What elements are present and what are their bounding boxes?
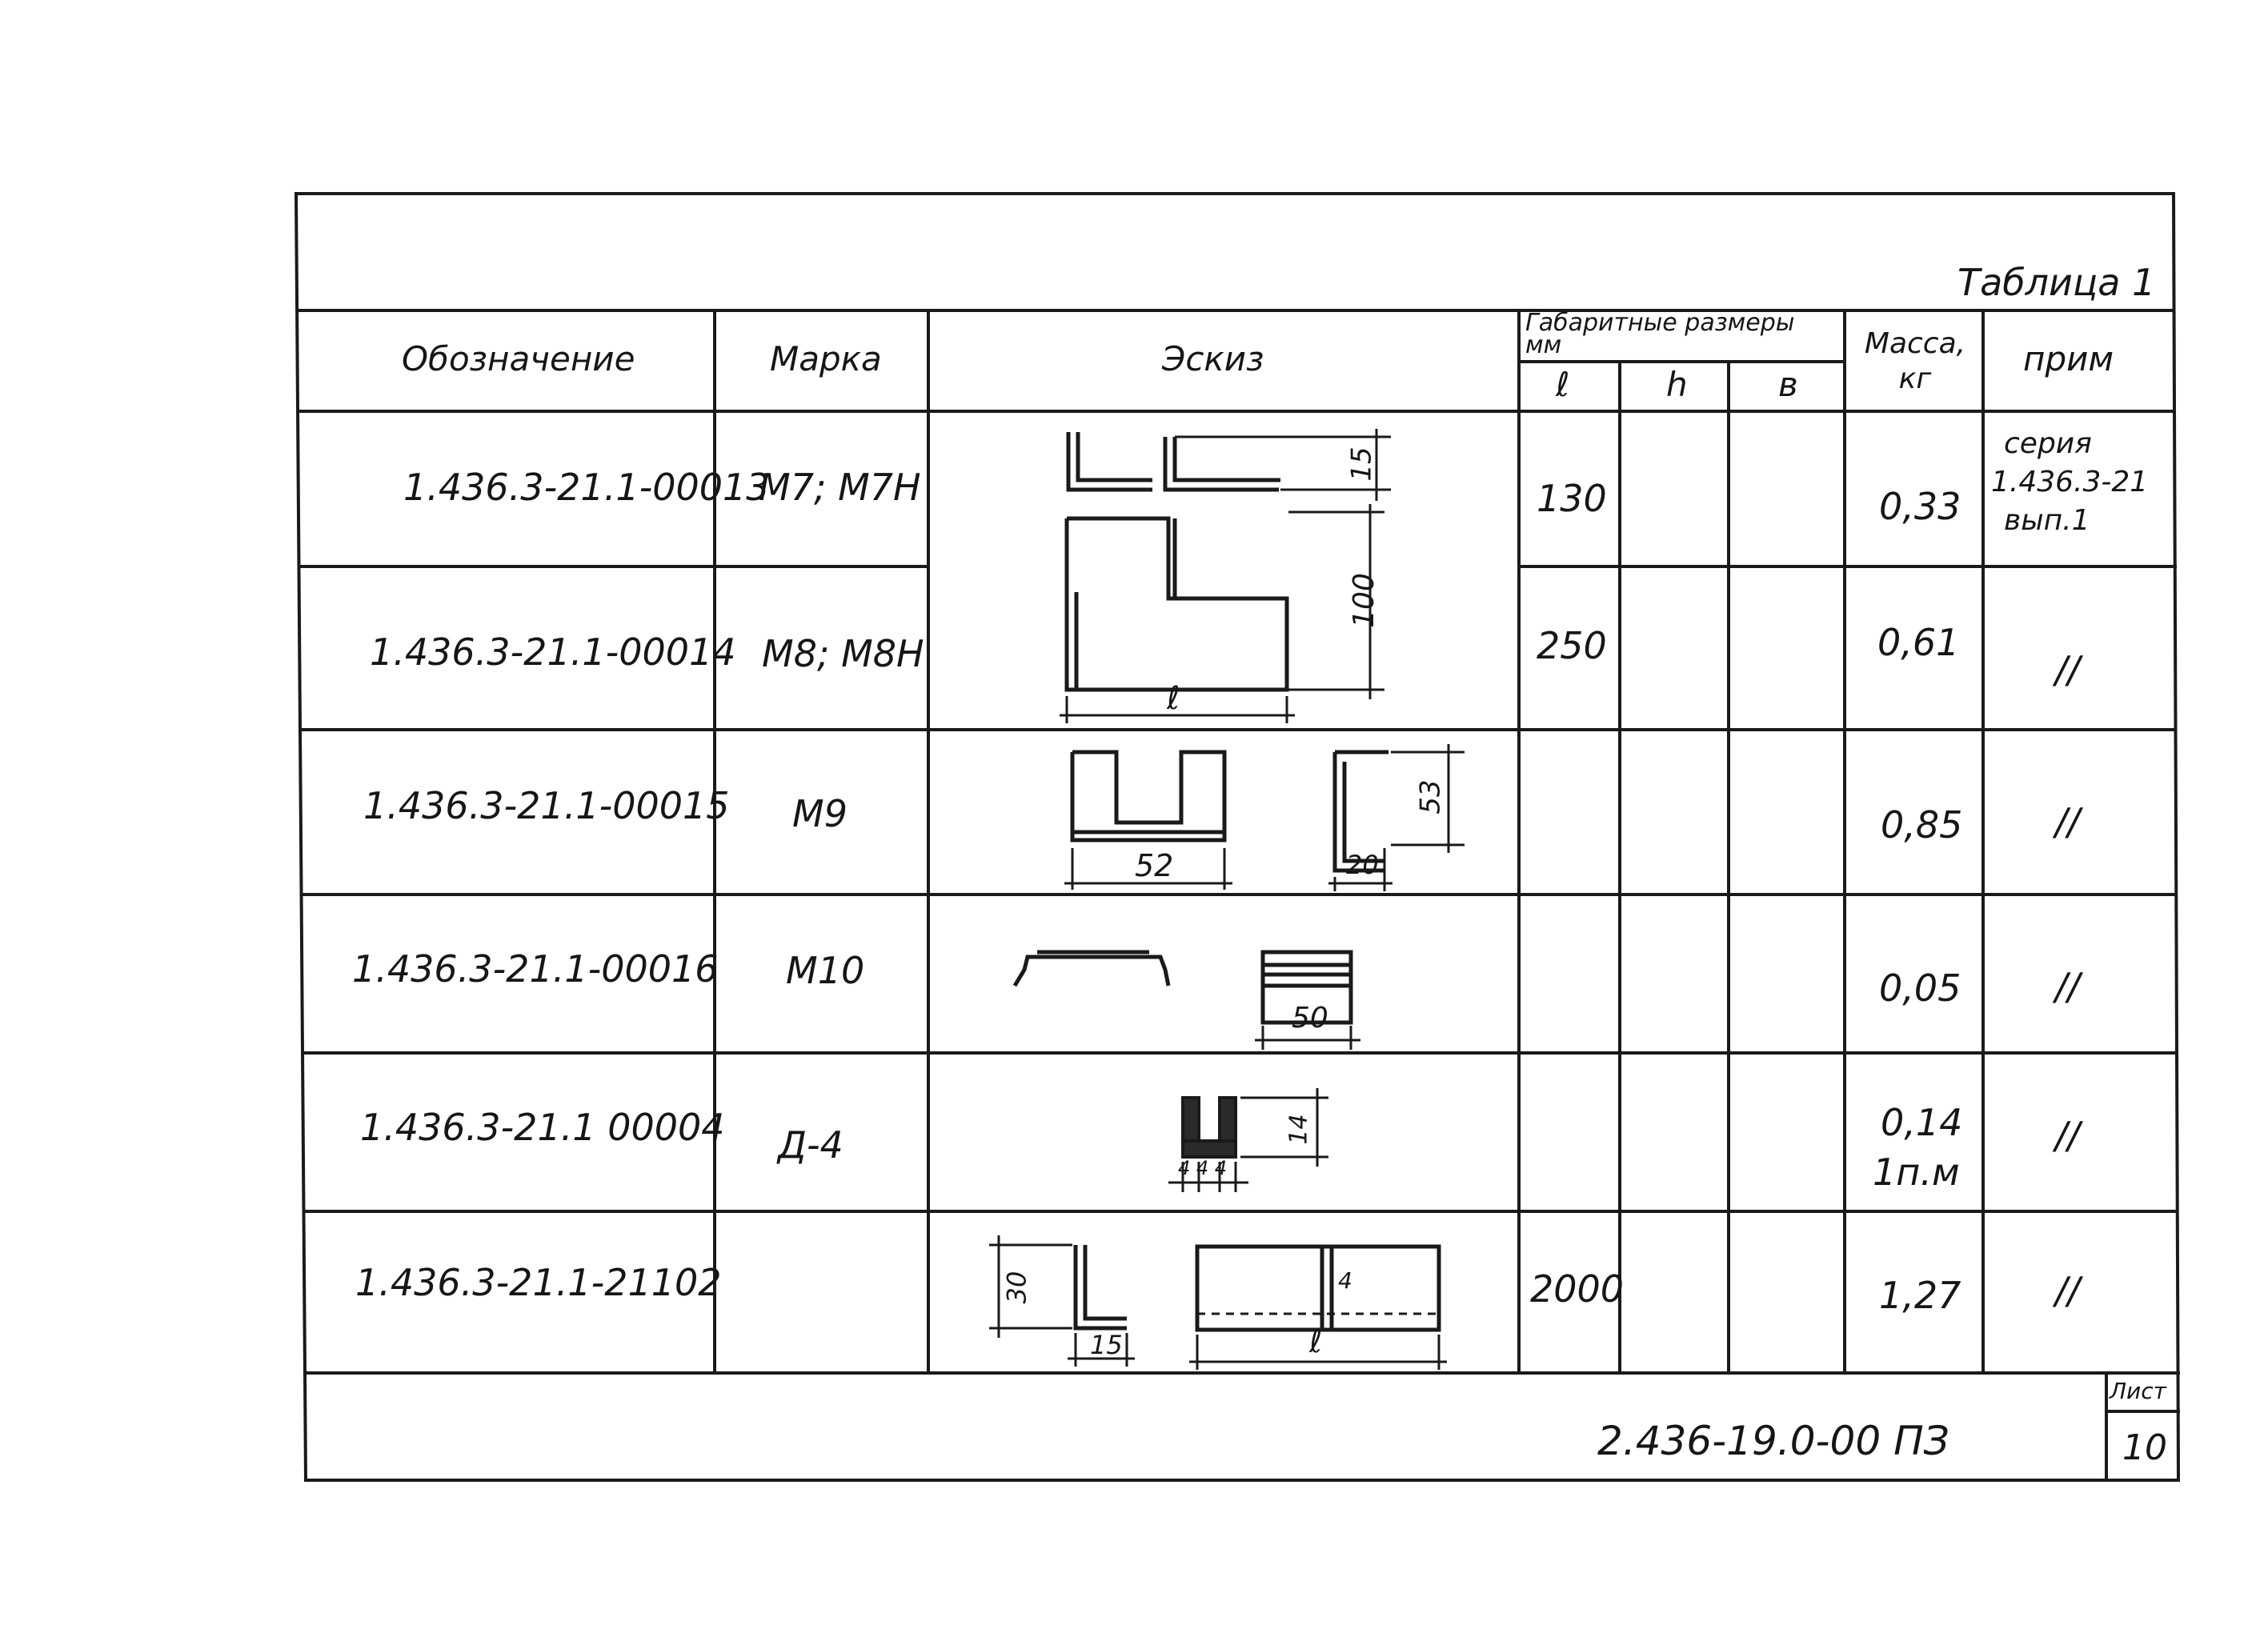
row-1-note-line-2: 1.436.3-21 <box>1991 466 2149 498</box>
row-6-designation: 1.436.3-21.1-21102 <box>355 1261 722 1304</box>
row-2-note: // <box>2055 648 2080 691</box>
dim-d4-widths: 4 4 4 <box>1178 1157 1228 1179</box>
header-dim-b: в <box>1778 365 1798 404</box>
row-3-note: // <box>2055 800 2080 843</box>
row-2-mass: 0,61 <box>1877 621 1960 664</box>
row-6-note: // <box>2055 1269 2080 1312</box>
dim-m9-flange: 20 <box>1346 850 1379 880</box>
dim-d4-height: 14 <box>1284 1114 1313 1145</box>
row-1-mass: 0,33 <box>1879 485 1961 528</box>
row-5-note: // <box>2055 1114 2080 1157</box>
dim-21102-flange: 15 <box>1090 1330 1123 1360</box>
row-1-note-line-1: серия <box>2004 427 2092 460</box>
dim-21102-thickness: 4 <box>1338 1267 1352 1294</box>
table-caption: Таблица 1 <box>1957 261 2156 304</box>
row-1-note-line-3: вып.1 <box>2004 504 2090 537</box>
row-5-mass-unit: 1п.м <box>1873 1151 1960 1194</box>
dim-m8-height: 100 <box>1347 573 1380 628</box>
dim-m7m8-length: ℓ <box>1167 680 1180 717</box>
row-2-mark: М8; М8Н <box>762 632 924 675</box>
dim-m7-height: 15 <box>1345 446 1378 482</box>
header-note: прим <box>2023 339 2114 378</box>
header-dim-l: ℓ <box>1556 365 1570 404</box>
dim-21102-height: 30 <box>1001 1271 1032 1304</box>
row-5-mark: Д-4 <box>778 1123 843 1167</box>
row-4-designation: 1.436.3-21.1-00016 <box>352 947 719 991</box>
row-2-designation: 1.436.3-21.1-00014 <box>370 630 736 674</box>
header-designation: Обозначение <box>402 339 635 378</box>
header-sketch: Эскиз <box>1162 339 1264 378</box>
row-5-designation: 1.436.3-21.1 00004 <box>360 1106 725 1149</box>
row-1-designation: 1.436.3-21.1-00013 <box>403 466 770 509</box>
row-4-mass: 0,05 <box>1879 967 1961 1010</box>
row-3-designation: 1.436.3-21.1-00015 <box>363 784 730 827</box>
dim-m9-height: 53 <box>1414 779 1447 814</box>
header-dim-h: h <box>1666 365 1688 404</box>
row-1-mark: М7; М7Н <box>759 466 921 509</box>
row-4-mark: М10 <box>786 949 865 992</box>
header-mass: Масса, кг <box>1864 327 1966 395</box>
sheet-number: 10 <box>2122 1427 2167 1468</box>
row-3-mass: 0,85 <box>1881 803 1963 847</box>
row-6-length: 2000 <box>1530 1267 1625 1311</box>
row-6-mass: 1,27 <box>1879 1274 1961 1317</box>
row-1-length: 130 <box>1537 477 1607 520</box>
header-dims-group: Габаритные размеры мм <box>1525 309 1795 359</box>
sheet-label: Лист <box>2110 1378 2166 1404</box>
dim-21102-length: ℓ <box>1309 1323 1323 1360</box>
row-5-mass: 0,14 <box>1881 1101 1963 1144</box>
document-code: 2.436-19.0-00 ПЗ <box>1597 1418 1949 1464</box>
row-3-mark: М9 <box>792 792 847 835</box>
dim-m10-width: 50 <box>1292 1002 1328 1035</box>
row-4-note: // <box>2055 965 2080 1008</box>
header-mark: Марка <box>770 339 882 378</box>
row-2-length: 250 <box>1537 624 1607 667</box>
dim-m9-width: 52 <box>1135 848 1174 883</box>
